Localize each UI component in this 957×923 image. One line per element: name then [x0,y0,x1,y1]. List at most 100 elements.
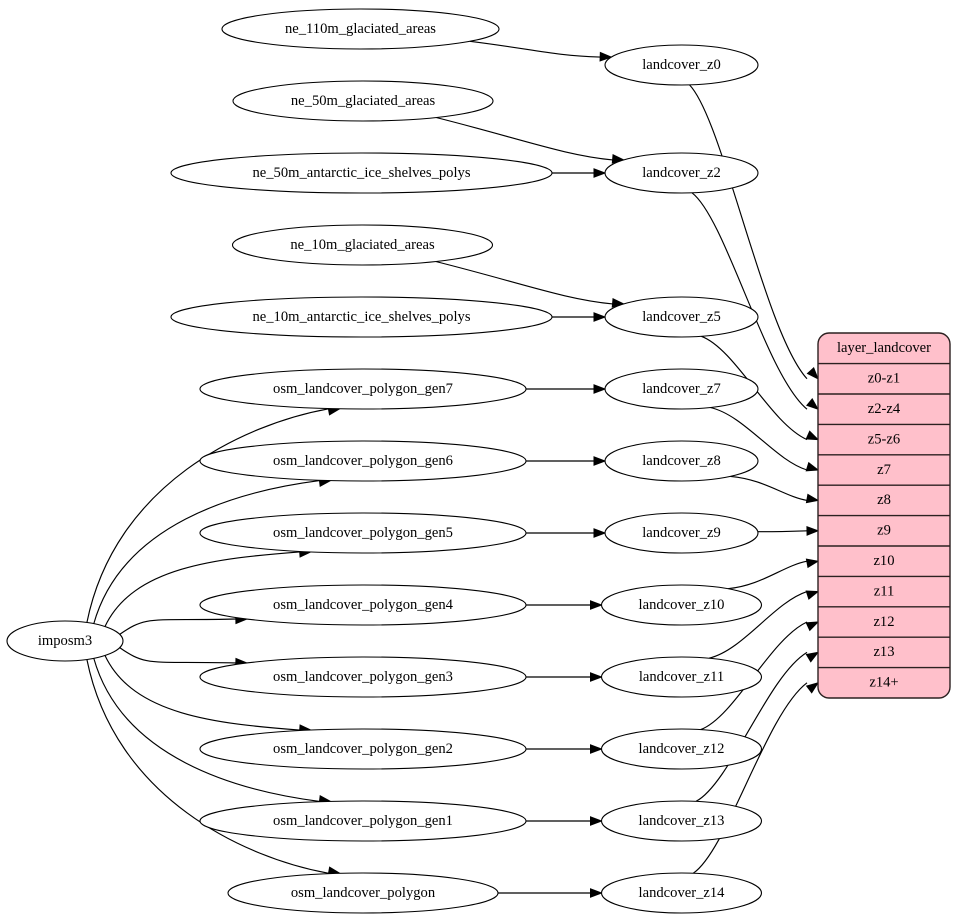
node-label-osm_landcover_polygon_gen7: osm_landcover_polygon_gen7 [273,381,453,397]
node-landcover_z11[interactable]: landcover_z11 [600,656,763,698]
record-row-z5-z6[interactable]: z5-z6 [868,431,900,447]
node-ne_110m_glaciated_areas[interactable]: ne_110m_glaciated_areas [221,8,500,50]
node-shape-natural-earth-table [231,224,494,266]
node-landcover_z5[interactable]: landcover_z5 [604,296,759,338]
node-landcover_z13[interactable]: landcover_z13 [600,800,763,842]
node-shape-osm-table [199,584,527,626]
arrow-head-icon [805,681,820,694]
edge-ne_10m_antarctic_ice_shelves_polys-to-landcover_z5 [552,312,607,322]
edge-osm_landcover_polygon-to-landcover_z14 [498,888,603,898]
node-landcover_z0[interactable]: landcover_z0 [604,44,759,86]
edge-line [119,647,236,664]
record-header-label: layer_landcover [837,340,931,356]
record-row-z13[interactable]: z13 [873,644,894,660]
edge-landcover_z14-to-layer_landcover_z14_ [692,681,820,874]
node-ne_50m_antarctic_ice_shelves_polys[interactable]: ne_50m_antarctic_ice_shelves_polys [170,152,553,194]
node-landcover_z8[interactable]: landcover_z8 [604,440,759,482]
node-shape-osm-table [199,656,527,698]
node-osm_landcover_polygon_gen1[interactable]: osm_landcover_polygon_gen1 [199,800,527,842]
record-row-z8[interactable]: z8 [877,492,891,508]
edge-ne_110m_glaciated_areas-to-landcover_z0 [469,40,613,62]
node-shape-osm-table [199,728,527,770]
edge-landcover_z8-to-layer_landcover_z8 [730,475,820,504]
node-shape-natural-earth-table [170,152,553,194]
edge-line [86,659,329,874]
edge-line [119,618,236,635]
node-label-osm_landcover_polygon_gen4: osm_landcover_polygon_gen4 [273,597,454,613]
arrow-head-icon [590,672,603,682]
node-ne_50m_glaciated_areas[interactable]: ne_50m_glaciated_areas [232,80,494,122]
edge-line [93,658,320,802]
node-ne_10m_glaciated_areas[interactable]: ne_10m_glaciated_areas [231,224,494,266]
edge-landcover_z11-to-layer_landcover_z11 [708,590,820,659]
arrow-head-icon [805,651,820,663]
node-osm_landcover_polygon_gen2[interactable]: osm_landcover_polygon_gen2 [199,728,527,770]
node-landcover_z2[interactable]: landcover_z2 [604,152,759,194]
arrow-head-icon [806,526,820,536]
record-row-z10[interactable]: z10 [873,553,894,569]
node-osm_landcover_polygon[interactable]: osm_landcover_polygon [227,872,499,914]
node-landcover_z10[interactable]: landcover_z10 [600,584,763,626]
node-label-landcover_z7: landcover_z7 [642,381,721,397]
node-osm_landcover_polygon_gen5[interactable]: osm_landcover_polygon_gen5 [199,512,527,554]
arrow-head-icon [805,461,820,472]
node-label-ne_50m_antarctic_ice_shelves_polys: ne_50m_antarctic_ice_shelves_polys [252,165,470,181]
record-row-z2-z4[interactable]: z2-z4 [868,401,901,417]
node-shape-landcover-view [604,44,759,86]
node-label-osm_landcover_polygon_gen6: osm_landcover_polygon_gen6 [273,453,453,469]
edge-osm_landcover_polygon_gen4-to-landcover_z10 [526,600,603,610]
record-row-z14+[interactable]: z14+ [869,675,898,691]
record-row-z9[interactable]: z9 [877,523,891,539]
node-label-landcover_z14: landcover_z14 [639,885,726,901]
arrow-head-icon [593,168,607,178]
record-node-layer_landcover[interactable]: layer_landcover z0-z1 z2-z4 z5-z6 z7 z8 z9 z10 z… [817,332,951,699]
edge-line [695,651,808,802]
edge-osm_landcover_polygon_gen2-to-landcover_z12 [526,744,603,754]
node-shape-landcover-view [600,872,763,914]
node-shape-landcover-view [600,728,763,770]
node-shape-landcover-view [600,584,763,626]
edge-ne_50m_antarctic_ice_shelves_polys-to-landcover_z2 [552,168,607,178]
record-row-z12[interactable]: z12 [873,614,894,630]
node-landcover_z9[interactable]: landcover_z9 [604,512,759,554]
node-label-landcover_z0: landcover_z0 [642,57,721,73]
edge-imposm3-to-osm_landcover_polygon_gen4 [119,614,249,635]
node-imposm3[interactable]: imposm3 [6,620,124,662]
edge-osm_landcover_polygon_gen6-to-landcover_z8 [526,456,607,466]
edge-osm_landcover_polygon_gen1-to-landcover_z13 [526,816,603,826]
node-label-osm_landcover_polygon_gen5: osm_landcover_polygon_gen5 [273,525,453,541]
arrow-head-icon [593,312,607,322]
node-osm_landcover_polygon_gen3[interactable]: osm_landcover_polygon_gen3 [199,656,527,698]
edge-line [435,260,613,305]
arrow-head-icon [590,744,603,754]
node-shape-natural-earth-table [170,296,553,338]
node-landcover_z12[interactable]: landcover_z12 [600,728,763,770]
arrow-head-icon [593,528,607,538]
node-shape-natural-earth-table [221,8,500,50]
node-shape-landcover-view [604,512,759,554]
node-label-osm_landcover_polygon_gen3: osm_landcover_polygon_gen3 [273,669,453,685]
edge-line [104,551,300,627]
edge-line [757,530,808,533]
node-label-ne_10m_antarctic_ice_shelves_polys: ne_10m_antarctic_ice_shelves_polys [252,309,470,325]
node-osm_landcover_polygon_gen6[interactable]: osm_landcover_polygon_gen6 [199,440,527,482]
nodes-layer: imposm3 ne_110m_glaciated_areas ne_50m_gla… [6,8,763,914]
arrow-head-icon [805,621,820,632]
record-row-z11[interactable]: z11 [874,583,895,599]
edge-osm_landcover_polygon_gen7-to-landcover_z7 [526,384,607,394]
node-label-landcover_z11: landcover_z11 [639,669,724,685]
node-landcover_z14[interactable]: landcover_z14 [600,872,763,914]
edge-line [692,682,808,874]
node-ne_10m_antarctic_ice_shelves_polys[interactable]: ne_10m_antarctic_ice_shelves_polys [170,296,553,338]
arrow-head-icon [805,430,820,441]
record-row-z7[interactable]: z7 [877,462,891,478]
node-landcover_z7[interactable]: landcover_z7 [604,368,759,410]
node-label-landcover_z2: landcover_z2 [642,165,721,181]
node-osm_landcover_polygon_gen7[interactable]: osm_landcover_polygon_gen7 [199,368,527,410]
node-label-landcover_z13: landcover_z13 [639,813,725,829]
node-osm_landcover_polygon_gen4[interactable]: osm_landcover_polygon_gen4 [199,584,527,626]
record-row-z0-z1[interactable]: z0-z1 [868,371,900,387]
node-label-landcover_z5: landcover_z5 [642,309,721,325]
record-node-layer: layer_landcover z0-z1 z2-z4 z5-z6 z7 z8 z9 z10 z… [817,332,951,699]
edge-line [691,192,808,410]
